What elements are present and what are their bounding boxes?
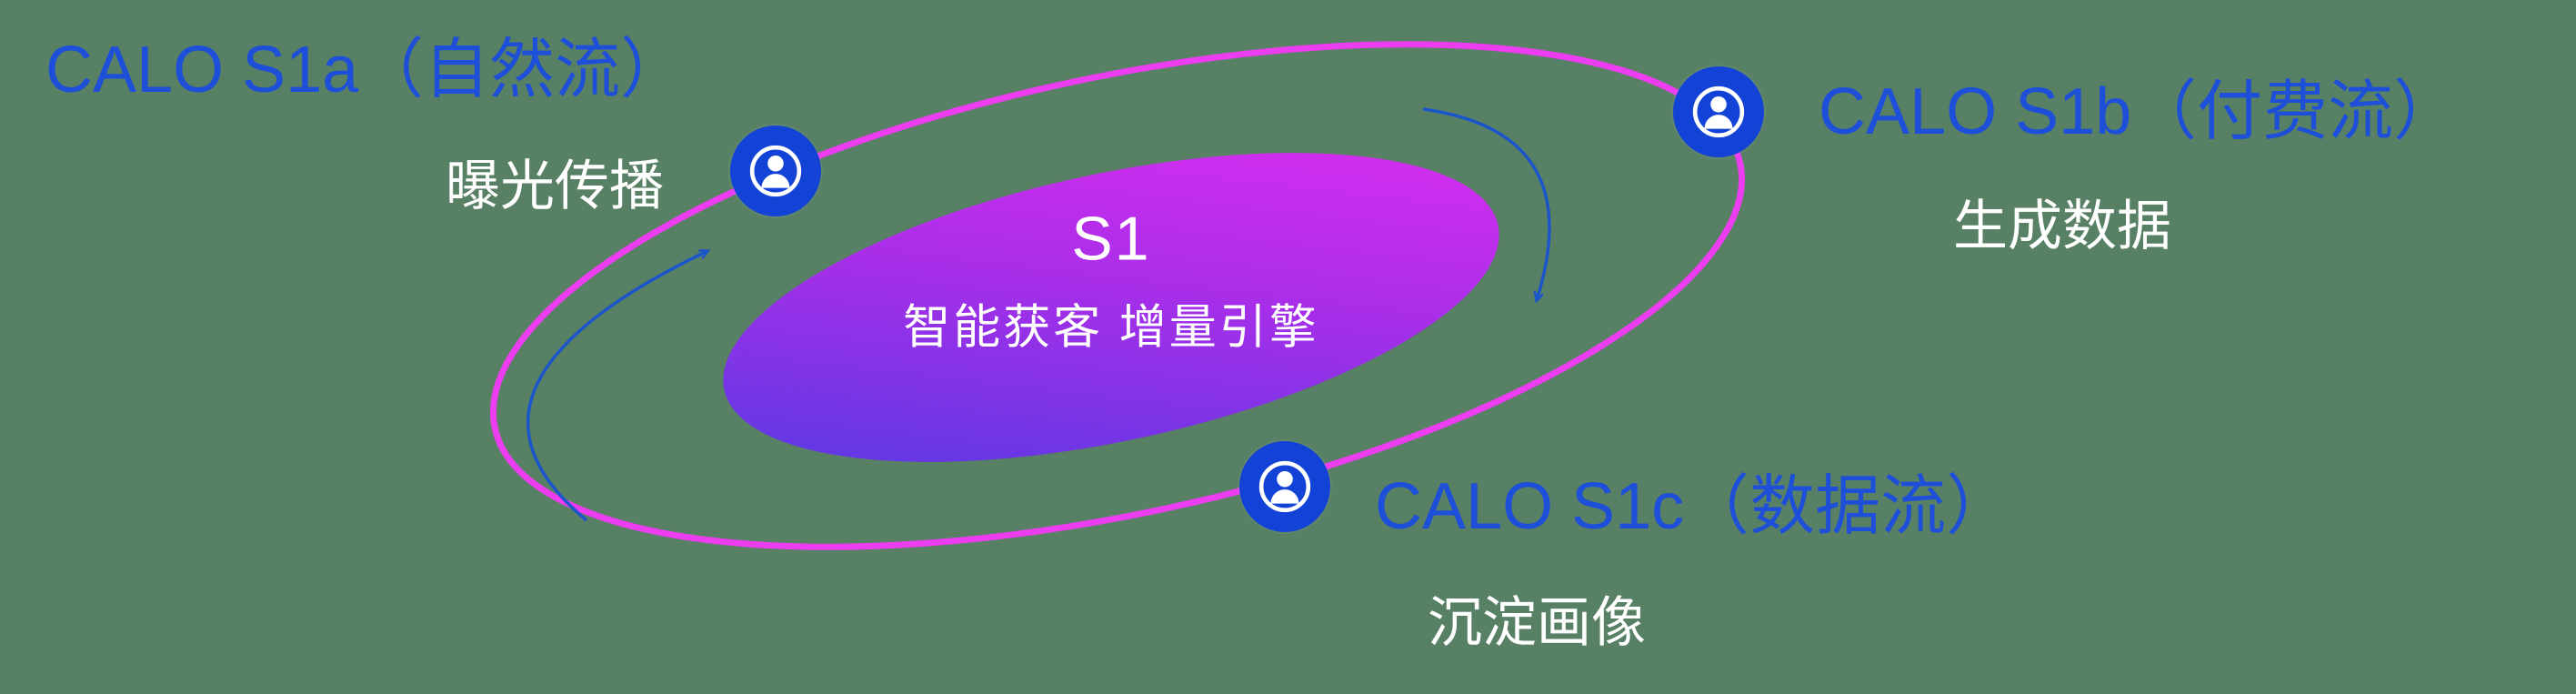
label-s1c-title: CALO S1c（数据流） — [1375, 470, 2012, 543]
center-ellipse — [723, 153, 1499, 462]
label-s1b-subtitle: 生成数据 — [1953, 196, 2171, 256]
user-icon — [749, 145, 802, 197]
curved-arrow-left-icon — [526, 251, 707, 522]
user-icon — [1692, 85, 1745, 138]
user-node-s1a — [730, 126, 821, 216]
center-label-group: S1 智能获客 增量引擎 — [903, 204, 1318, 357]
user-icon — [1258, 460, 1311, 513]
user-node-s1b — [1673, 66, 1764, 157]
curved-arrow-right-icon — [1422, 107, 1551, 300]
center-title: S1 — [1071, 204, 1151, 274]
user-node-s1c — [1239, 441, 1330, 532]
label-s1a-title: CALO S1a（自然流） — [45, 34, 687, 106]
center-subtitle: 智能获客 增量引擎 — [903, 301, 1319, 355]
label-s1a-subtitle: 曝光传播 — [446, 156, 664, 216]
label-s1b-title: CALO S1b（付费流） — [1819, 75, 2460, 148]
label-s1c-subtitle: 沉淀画像 — [1428, 592, 1646, 653]
orbit-ring — [489, 41, 1746, 550]
